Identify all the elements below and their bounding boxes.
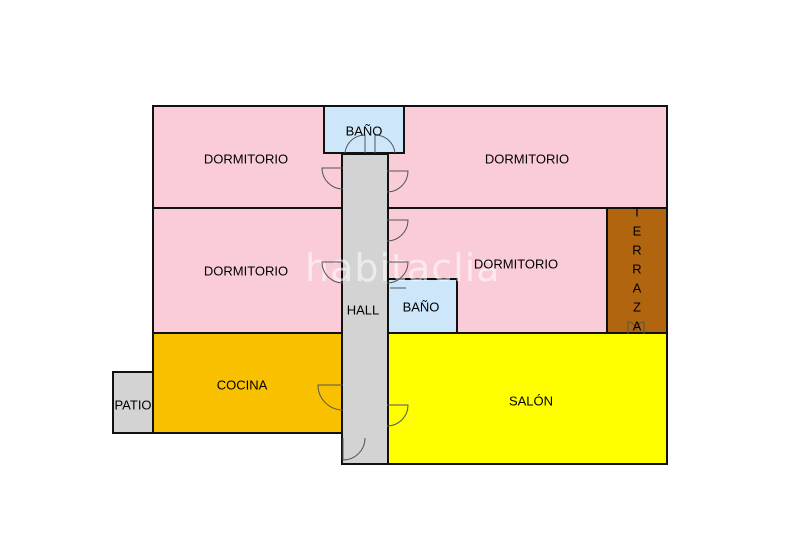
label-dormitorio-mid-right: DORMITORIO [473, 256, 559, 272]
door-swing [386, 404, 409, 427]
room-terraza [606, 207, 668, 334]
door-swing [317, 384, 344, 411]
label-bano-mid: BAÑO [402, 299, 440, 315]
label-salon: SALÓN [508, 393, 554, 409]
label-dormitorio-top-left: DORMITORIO [203, 151, 289, 167]
room-hall [341, 153, 389, 465]
door-swing [635, 321, 645, 334]
door-swing [386, 170, 409, 193]
label-cocina: COCINA [216, 377, 268, 393]
room-bano-top [323, 105, 405, 154]
room-patio [112, 371, 154, 434]
door-swing [386, 261, 409, 284]
label-hall: HALL [346, 302, 380, 318]
door-swing [344, 134, 366, 154]
label-dormitorio-mid-left: DORMITORIO [203, 263, 289, 279]
door-swing [321, 261, 344, 284]
label-terraza: TERRAZA [629, 204, 645, 338]
room-dormitorio-top-right [387, 105, 668, 209]
door-swing [386, 219, 409, 242]
door-swing [374, 134, 396, 154]
label-bano-top: BAÑO [345, 123, 383, 139]
label-patio: PATIO [114, 397, 152, 413]
door-swing [321, 167, 344, 190]
room-dormitorio-top-left [152, 105, 343, 209]
door-swing [342, 437, 366, 461]
label-dormitorio-top-right: DORMITORIO [484, 151, 570, 167]
